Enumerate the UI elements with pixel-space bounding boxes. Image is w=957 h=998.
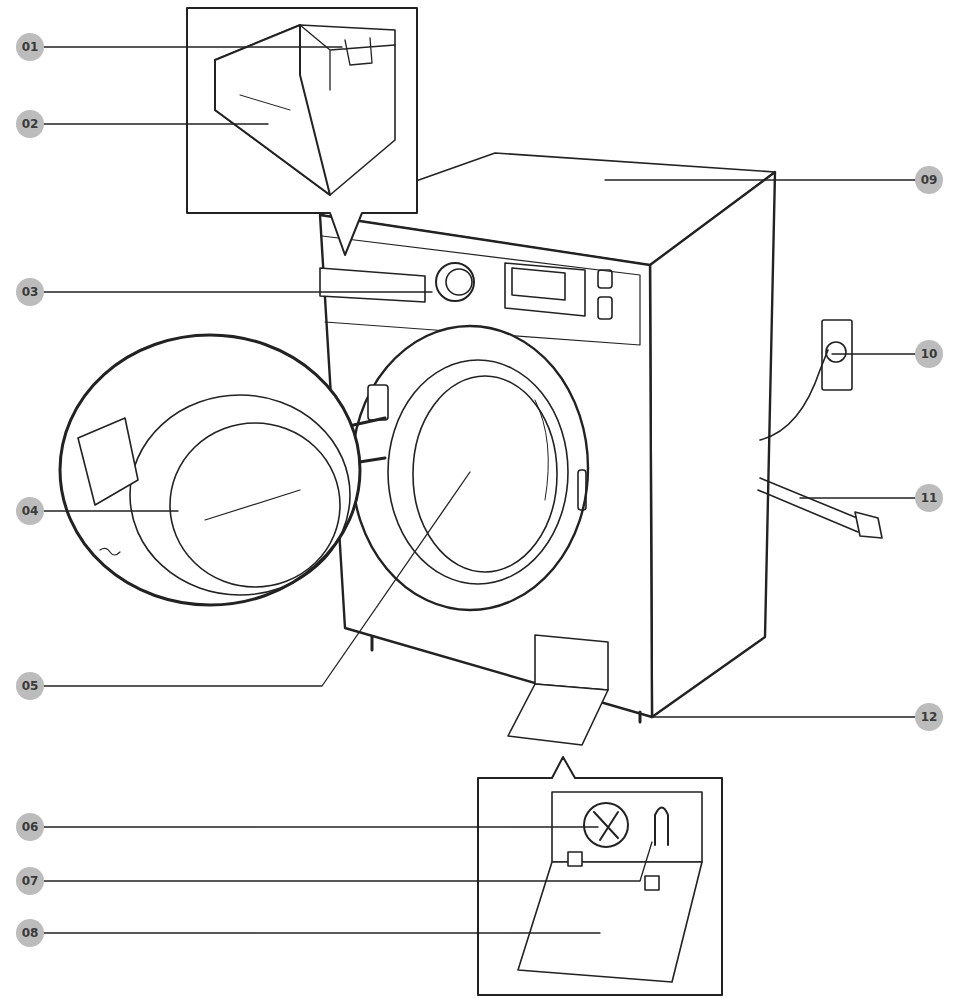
machine-side <box>650 172 775 717</box>
callout-number: 08 <box>16 919 44 947</box>
callout-number: 05 <box>16 672 44 700</box>
debris-filter <box>584 803 628 847</box>
callout-text: 06 <box>22 821 39 833</box>
callout-number: 04 <box>16 497 44 525</box>
drawer-front <box>215 25 330 195</box>
filter-cover <box>535 635 608 690</box>
callout-number: 06 <box>16 813 44 841</box>
program-knob-inner <box>446 269 472 295</box>
drain-hose <box>758 478 862 532</box>
callout-number: 11 <box>915 484 943 512</box>
callout-number: 01 <box>16 33 44 61</box>
control-button <box>598 270 612 288</box>
socket-face <box>826 342 846 362</box>
callout-text: 08 <box>22 927 39 939</box>
inset-frame <box>478 757 722 995</box>
callout-number: 07 <box>16 867 44 895</box>
callout-text: 11 <box>921 492 938 504</box>
drum <box>413 376 557 572</box>
callout-text: 12 <box>921 711 938 723</box>
hose-end <box>855 512 882 538</box>
callout-text: 03 <box>22 286 39 298</box>
control-button <box>598 297 612 319</box>
leader-lines <box>44 47 915 933</box>
door-hinge <box>368 385 388 420</box>
door-frame <box>352 326 588 610</box>
callout-text: 02 <box>22 118 39 130</box>
callout-text: 09 <box>921 174 938 186</box>
callout-number: 02 <box>16 110 44 138</box>
door-glass <box>170 423 340 587</box>
filter-cover-open <box>518 862 702 982</box>
callout-text: 07 <box>22 875 39 887</box>
detergent-drawer <box>215 25 395 195</box>
program-knob <box>436 263 474 301</box>
callout-text: 04 <box>22 505 39 517</box>
callout-number: 03 <box>16 278 44 306</box>
display-screen <box>512 268 565 300</box>
filter-flap <box>508 684 608 745</box>
power-cord <box>760 350 828 440</box>
door <box>60 335 360 605</box>
callout-text: 01 <box>22 41 39 53</box>
callout-number: 09 <box>915 166 943 194</box>
emergency-drain-tube <box>655 808 668 846</box>
callout-number: 10 <box>915 340 943 368</box>
inset-frame <box>187 8 417 255</box>
callout-text: 05 <box>22 680 39 692</box>
dispenser-drawer <box>320 268 425 302</box>
door-handle <box>78 418 138 505</box>
door-ring <box>130 395 350 595</box>
display-panel <box>505 263 585 316</box>
machine-front <box>320 215 652 717</box>
callout-number: 12 <box>915 703 943 731</box>
callout-text: 10 <box>921 348 938 360</box>
door-lock <box>578 470 586 510</box>
